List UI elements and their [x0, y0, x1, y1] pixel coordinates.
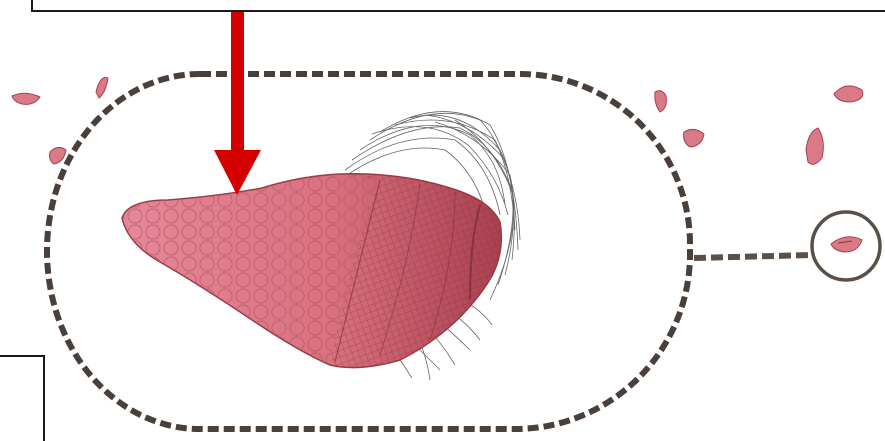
tissue-specimen-icon: [122, 174, 501, 368]
fragment: [834, 86, 863, 102]
fragment: [12, 93, 40, 104]
callout-box: [32, 0, 885, 11]
fragment: [655, 91, 667, 112]
label-box: [0, 356, 44, 441]
pointer-arrow-icon: [214, 12, 261, 195]
fragment: [50, 147, 67, 164]
fragment: [806, 128, 823, 164]
connector-line: [694, 255, 812, 258]
magnifier-circle-icon: [812, 212, 880, 280]
fragment: [684, 129, 704, 147]
fragment: [96, 78, 108, 98]
